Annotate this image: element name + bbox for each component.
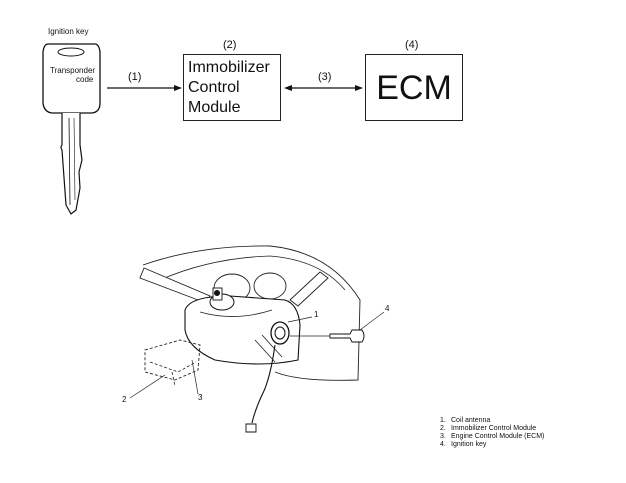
ecm-box-text: ECM [376, 69, 452, 107]
legend-item: 2. Immobilizer Control Module [440, 425, 537, 432]
key-hole [57, 47, 85, 57]
key-head [42, 43, 101, 114]
ecm-box-number: (4) [405, 39, 419, 51]
transponder-label-line1: Transponder [50, 66, 96, 75]
callout-3: 3 [198, 393, 203, 402]
dashboard-outline [142, 245, 361, 381]
callout-4: 4 [385, 304, 390, 313]
legend: 1. Coil antenna 2. Immobilizer Control M… [440, 417, 546, 449]
arrow1-label: (1) [128, 71, 142, 83]
transponder-label-line2: code [76, 75, 94, 84]
immobilizer-control-module-box: Immobilizer Control Module [183, 54, 281, 121]
callout-1: 1 [314, 310, 319, 319]
legend-item: 3. Engine Control Module (ECM) [440, 433, 545, 440]
legend-item: 4. Ignition key [440, 441, 487, 448]
legend-item: 1. Coil antenna [440, 417, 491, 424]
callout-2: 2 [122, 395, 127, 404]
arrow3-label: (3) [318, 71, 332, 83]
ecm-box: ECM [365, 54, 463, 121]
imm-box-number: (2) [223, 39, 237, 51]
small-ignition-key [329, 329, 365, 343]
immobilizer-module [144, 339, 201, 381]
ignition-key-label: Ignition key [48, 27, 89, 36]
immobilizer-box-text: Immobilizer Control Module [188, 59, 270, 116]
key-blade [60, 113, 83, 215]
